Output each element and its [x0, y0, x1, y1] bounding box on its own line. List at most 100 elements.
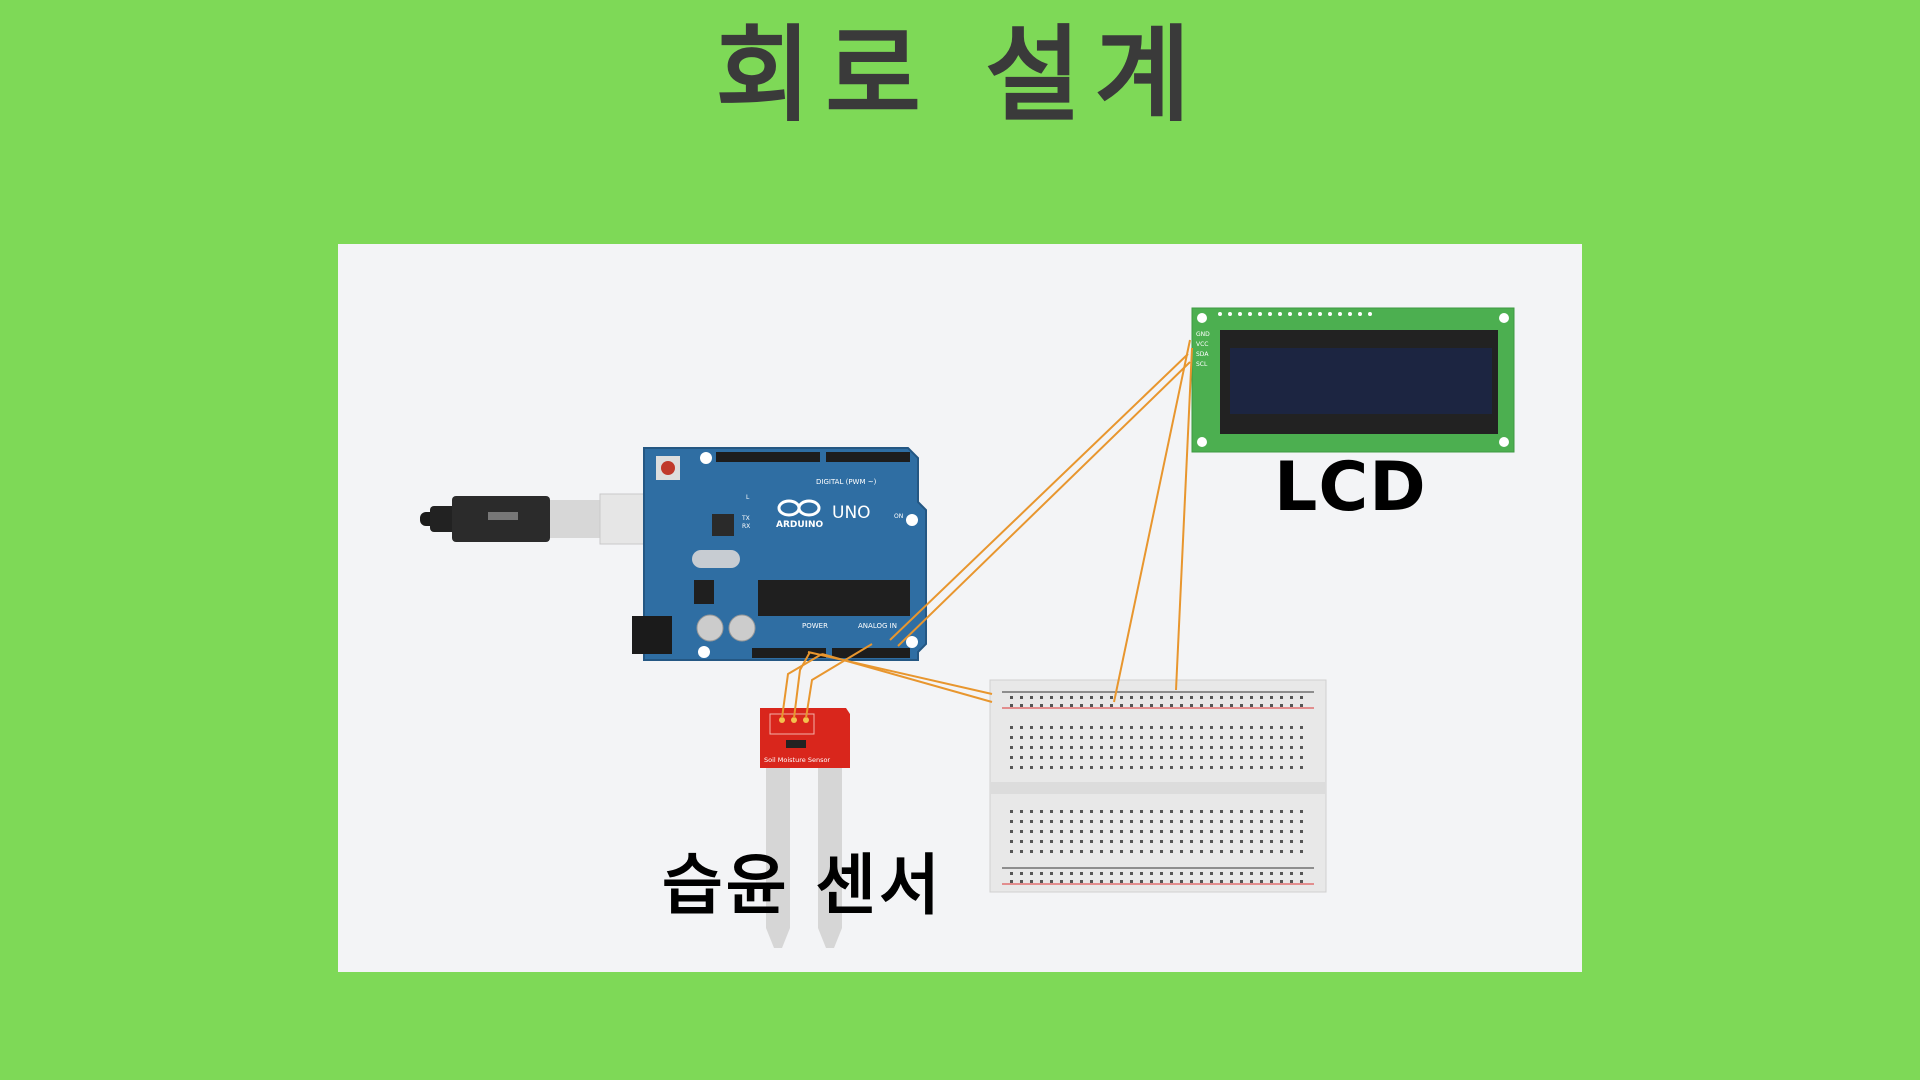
breadboard-hole [1260, 746, 1263, 749]
breadboard-hole [1200, 696, 1203, 699]
breadboard-hole [1130, 830, 1133, 833]
breadboard-hole [1190, 850, 1193, 853]
breadboard-hole [1100, 766, 1103, 769]
breadboard-hole [1040, 880, 1043, 883]
breadboard-hole [1300, 746, 1303, 749]
breadboard-hole [1080, 726, 1083, 729]
breadboard-hole [1030, 746, 1033, 749]
breadboard-hole [1210, 746, 1213, 749]
breadboard-hole [1180, 766, 1183, 769]
breadboard-hole [1140, 736, 1143, 739]
breadboard-hole [1110, 696, 1113, 699]
breadboard-hole [1030, 820, 1033, 823]
breadboard-hole [1030, 704, 1033, 707]
breadboard-hole [1150, 820, 1153, 823]
breadboard-hole [1290, 880, 1293, 883]
breadboard-hole [1020, 830, 1023, 833]
breadboard-hole [1100, 880, 1103, 883]
breadboard-hole [1170, 872, 1173, 875]
breadboard-hole [1200, 820, 1203, 823]
breadboard-hole [1260, 820, 1263, 823]
breadboard-hole [1260, 872, 1263, 875]
breadboard-hole [1240, 766, 1243, 769]
breadboard-hole [1110, 872, 1113, 875]
breadboard-hole [1120, 704, 1123, 707]
breadboard-hole [1030, 850, 1033, 853]
breadboard-hole [1190, 872, 1193, 875]
breadboard-hole [1250, 756, 1253, 759]
breadboard-hole [1220, 746, 1223, 749]
breadboard-hole [1120, 830, 1123, 833]
breadboard-hole [1060, 756, 1063, 759]
breadboard-hole [1180, 880, 1183, 883]
breadboard-hole [1020, 704, 1023, 707]
breadboard-hole [1050, 696, 1053, 699]
breadboard-hole [1150, 726, 1153, 729]
breadboard-hole [1220, 736, 1223, 739]
wires [781, 339, 1193, 719]
breadboard-hole [1290, 756, 1293, 759]
breadboard-hole [1190, 746, 1193, 749]
breadboard-hole [1170, 756, 1173, 759]
breadboard-hole [1230, 736, 1233, 739]
arduino-power-label: POWER [802, 622, 828, 630]
breadboard-hole [1140, 810, 1143, 813]
breadboard-hole [1140, 766, 1143, 769]
breadboard-hole [1080, 830, 1083, 833]
breadboard-hole [1280, 726, 1283, 729]
breadboard-hole [1020, 820, 1023, 823]
breadboard-hole [1210, 756, 1213, 759]
breadboard-hole [1250, 746, 1253, 749]
breadboard-hole [1290, 820, 1293, 823]
breadboard-hole [1060, 746, 1063, 749]
breadboard-hole [1300, 726, 1303, 729]
breadboard-hole [1180, 704, 1183, 707]
breadboard-hole [1010, 696, 1013, 699]
arduino-brand: ARDUINO [776, 520, 824, 530]
lcd-pin-sda: SDA [1196, 351, 1209, 358]
breadboard-hole [1160, 850, 1163, 853]
breadboard-hole [1280, 696, 1283, 699]
breadboard-hole [1280, 872, 1283, 875]
breadboard-hole [1210, 810, 1213, 813]
breadboard-hole [1090, 696, 1093, 699]
arduino-uno-board: ARDUINO UNO DIGITAL (PWM ~) POWER ANALOG… [632, 447, 927, 661]
breadboard-hole [1200, 830, 1203, 833]
breadboard-hole [1070, 880, 1073, 883]
breadboard-hole [1110, 820, 1113, 823]
breadboard-hole [1050, 766, 1053, 769]
breadboard-hole [1100, 704, 1103, 707]
breadboard-hole [1230, 840, 1233, 843]
breadboard-hole [1290, 840, 1293, 843]
breadboard-hole [1020, 840, 1023, 843]
breadboard-hole [1160, 696, 1163, 699]
breadboard-hole [1010, 872, 1013, 875]
breadboard-hole [1070, 766, 1073, 769]
breadboard-hole [1140, 746, 1143, 749]
breadboard-hole [1260, 810, 1263, 813]
breadboard-hole [1190, 756, 1193, 759]
breadboard-hole [1280, 704, 1283, 707]
breadboard-hole [1190, 726, 1193, 729]
sensor-label: 습윤 센서 [662, 847, 943, 924]
breadboard-hole [1070, 746, 1073, 749]
breadboard-hole [1130, 840, 1133, 843]
breadboard-hole [1080, 736, 1083, 739]
breadboard-hole [1030, 880, 1033, 883]
breadboard-hole [1290, 766, 1293, 769]
breadboard-hole [1190, 704, 1193, 707]
breadboard-hole [1030, 756, 1033, 759]
breadboard-hole [1290, 704, 1293, 707]
breadboard-hole [1080, 696, 1083, 699]
breadboard-hole [1270, 820, 1273, 823]
breadboard-hole [1020, 810, 1023, 813]
breadboard-hole [1100, 726, 1103, 729]
breadboard-hole [1210, 726, 1213, 729]
breadboard-hole [1030, 736, 1033, 739]
breadboard-hole [1280, 880, 1283, 883]
breadboard-hole [1080, 840, 1083, 843]
breadboard-hole [1170, 810, 1173, 813]
breadboard-hole [1300, 872, 1303, 875]
breadboard-hole [1300, 696, 1303, 699]
breadboard-hole [1270, 736, 1273, 739]
